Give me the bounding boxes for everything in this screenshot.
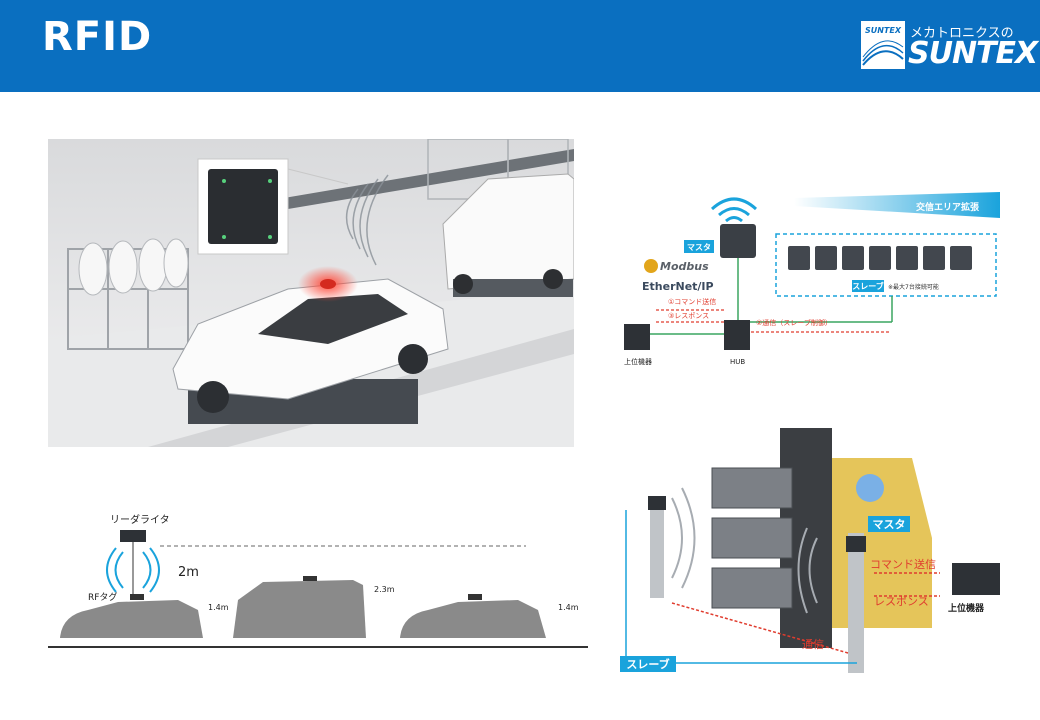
slave-devices bbox=[788, 246, 972, 270]
host-device bbox=[624, 324, 650, 350]
forklift-diagram: マスタ コマンド送信 レスポンス 通信 上位機器 スレーブ bbox=[612, 428, 1030, 678]
logo-tagline: メカトロニクスの bbox=[910, 26, 1014, 41]
cargo-racks bbox=[711, 467, 793, 609]
forklift-slave-tag bbox=[620, 656, 676, 672]
wifi-icon bbox=[710, 197, 758, 223]
area-expand-arrow bbox=[794, 192, 1000, 218]
hub-label: HUB bbox=[730, 358, 745, 366]
height-label-1: 1.4m bbox=[208, 603, 229, 612]
reader-device bbox=[120, 530, 146, 542]
network-diagram: 交信エリア拡張 マスタ Modbus EtherNet/IP スレーブ ※最大7… bbox=[616, 184, 1000, 368]
master-label: マスタ bbox=[687, 242, 711, 252]
company-logo: SUNTEX メカトロニクスの SUNTEX bbox=[860, 20, 1038, 71]
sedan-1 bbox=[60, 600, 203, 638]
master-pole bbox=[848, 533, 864, 673]
master-label: マスタ bbox=[873, 518, 906, 531]
response-label: ③レスポンス bbox=[668, 312, 709, 320]
forklift-host-label: 上位機器 bbox=[948, 602, 985, 614]
factory-line-photo bbox=[48, 138, 575, 447]
minivan bbox=[233, 580, 366, 638]
host-label: 上位機器 bbox=[624, 357, 652, 366]
back-car bbox=[442, 173, 575, 297]
logo-badge-text: SUNTEX bbox=[865, 26, 902, 35]
master-tag bbox=[684, 240, 714, 253]
svg-text:Modbus: Modbus bbox=[660, 260, 709, 273]
logo-emblem-icon: SUNTEX bbox=[860, 20, 906, 70]
reader-inset bbox=[197, 158, 349, 255]
logo-wordmark: SUNTEX bbox=[908, 36, 1038, 71]
area-expand-label: 交信エリア拡張 bbox=[916, 201, 980, 213]
master-device bbox=[720, 224, 756, 258]
sedan-2 bbox=[400, 600, 546, 638]
forklift-response-label: レスポンス bbox=[874, 595, 929, 608]
header-bar: RFID SUNTEX メカトロニクスの SUNTEX bbox=[0, 0, 1040, 92]
reader-wave-icon bbox=[106, 547, 160, 593]
forklift-command-label: コマンド送信 bbox=[870, 557, 936, 571]
forklift-comm-label: 通信 bbox=[802, 638, 824, 651]
slave-group-frame bbox=[775, 233, 997, 297]
forklift-slave-label: スレーブ bbox=[626, 657, 669, 671]
forklift-host-device bbox=[952, 563, 1000, 595]
slave-pole-left bbox=[650, 498, 664, 598]
page-title: RFID bbox=[42, 14, 153, 60]
front-car bbox=[172, 266, 449, 424]
slave-comm-label: ②通信（スレーブ制御） bbox=[756, 318, 832, 327]
rf-tag-label: RFタグ bbox=[88, 591, 117, 603]
distance-label: 2m bbox=[178, 565, 199, 580]
command-send-label: ①コマンド送信 bbox=[668, 297, 716, 306]
slave-tag bbox=[852, 280, 884, 292]
master-tag bbox=[868, 516, 910, 532]
vehicle-height-diagram: リーダライタ 2m RFタグ 1.4m 2.3m 1.4m bbox=[48, 510, 588, 655]
hub-device bbox=[724, 320, 750, 350]
slave-note: ※最大7台接続可能 bbox=[888, 283, 939, 291]
reader-label: リーダライタ bbox=[110, 513, 170, 526]
height-label-2: 2.3m bbox=[374, 585, 395, 594]
ethernet-ip-logo: EtherNet/IP bbox=[642, 280, 714, 293]
modbus-logo: Modbus bbox=[644, 259, 709, 273]
height-label-3: 1.4m bbox=[558, 603, 579, 612]
slave-label: スレーブ bbox=[852, 281, 884, 291]
